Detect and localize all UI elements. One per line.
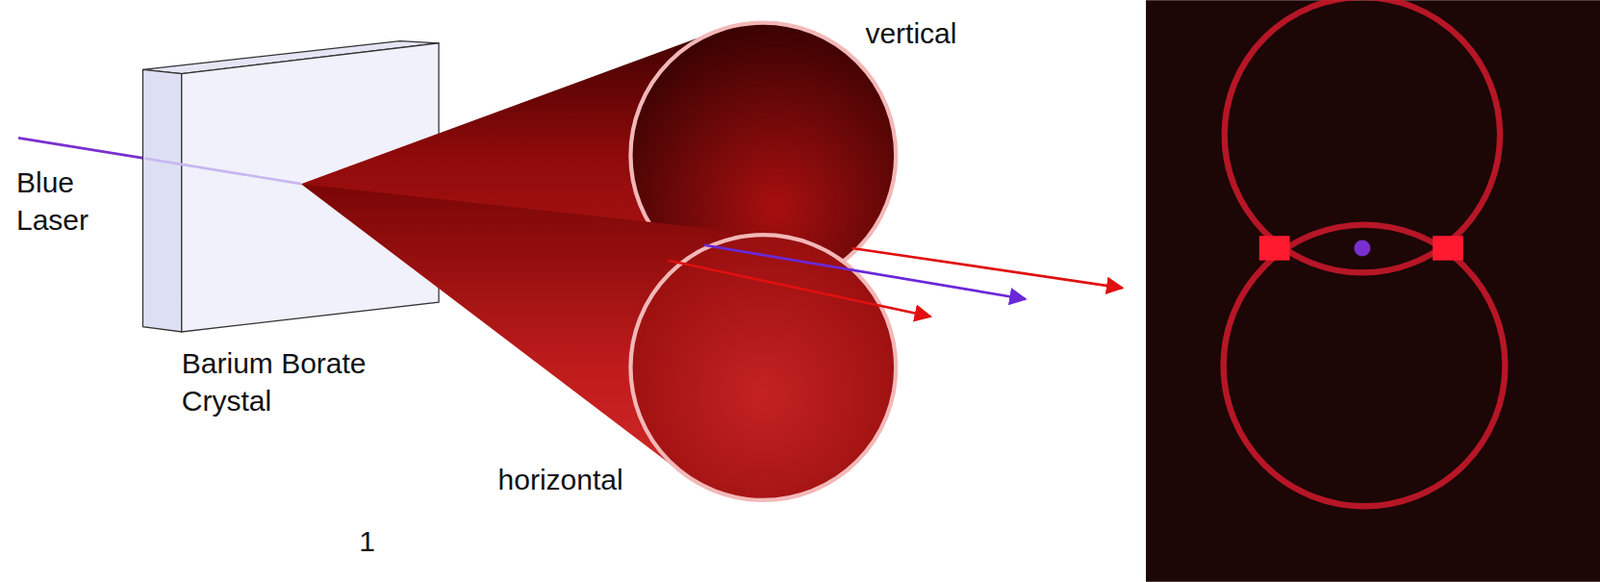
source-label: Blue Laser <box>16 163 129 239</box>
cone-label: horizontal <box>498 460 683 499</box>
ring-photo <box>1145 0 1600 582</box>
cone-label: vertical <box>864 14 1029 52</box>
laser-beam <box>18 137 146 158</box>
photon-beam <box>852 248 1123 288</box>
pump-beam <box>704 245 1026 300</box>
figure-number: 1 <box>358 522 400 560</box>
horizontal-cone <box>301 183 896 501</box>
laser-in-crystal <box>145 158 302 185</box>
photon-beam <box>668 260 932 317</box>
crystal-label: Barium Borate Crystal <box>181 344 428 420</box>
